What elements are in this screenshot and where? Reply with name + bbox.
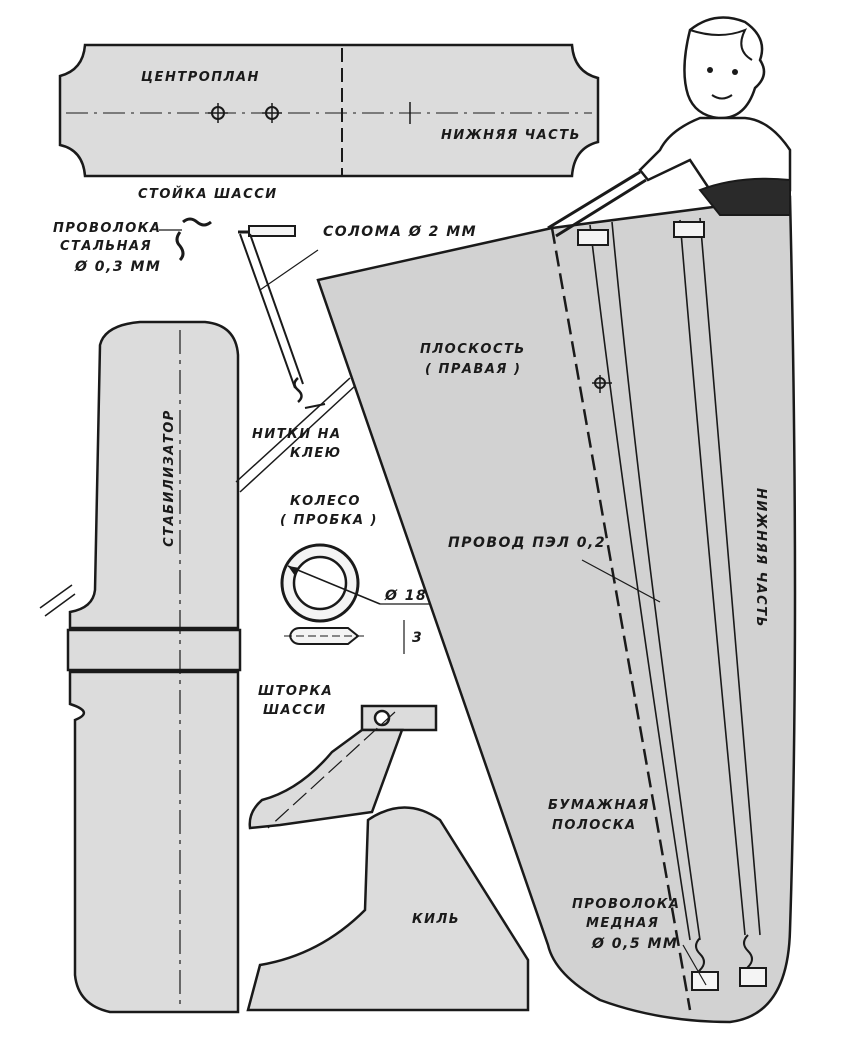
- plane-label-2: ( ПРАВАЯ ): [425, 362, 522, 377]
- fin-label: КИЛЬ: [412, 912, 461, 927]
- gear-shield-label-2: ШАССИ: [263, 703, 327, 718]
- threads-label-1: НИТКИ НА: [252, 427, 342, 442]
- wire-pel-label: ПРОВОД ПЭЛ 0,2: [448, 535, 607, 551]
- lower-part-wing-label: НИЖНЯЯ ЧАСТЬ: [753, 488, 768, 628]
- boy-illustration: [547, 16, 792, 238]
- steel-wire-label-2: СТАЛЬНАЯ: [60, 239, 153, 254]
- fin-part: [246, 806, 530, 1012]
- paper-strip-label-2: ПОЛОСКА: [552, 818, 637, 833]
- centroplan-part: [58, 43, 600, 178]
- steel-wire-label-3: Ø 0,3 ММ: [75, 259, 162, 275]
- lower-part-top-label: НИЖНЯЯ ЧАСТЬ: [441, 128, 581, 143]
- straw-label: СОЛОМА Ø 2 ММ: [323, 224, 478, 240]
- threads-label-2: КЛЕЮ: [290, 446, 342, 461]
- copper-wire-label-1: ПРОВОЛОКА: [572, 897, 681, 912]
- stabilizer-label: СТАБИЛИЗАТОР: [162, 409, 177, 547]
- gear-strut-part: [159, 217, 326, 409]
- gear-shield-part: [248, 704, 438, 830]
- paper-strip-label-1: БУМАЖНАЯ: [548, 798, 650, 813]
- wheel-part: [280, 543, 430, 654]
- wheel-label-2: ( ПРОБКА ): [280, 513, 378, 528]
- stabilizer-part: [39, 320, 356, 1014]
- wheel-diameter-label: Ø 18: [385, 588, 428, 604]
- wheel-label-1: КОЛЕСО: [290, 494, 361, 509]
- copper-wire-label-2: МЕДНАЯ: [586, 916, 660, 931]
- gear-strut-label: СТОЙКА ШАССИ: [138, 187, 278, 202]
- gear-shield-label-1: ШТОРКА: [258, 684, 334, 699]
- wing-part: [316, 195, 797, 1024]
- steel-wire-label-1: ПРОВОЛОКА: [53, 221, 162, 236]
- wheel-width-label: 3: [412, 630, 424, 646]
- copper-wire-label-3: Ø 0,5 ММ: [592, 936, 679, 952]
- plane-label-1: ПЛОСКОСТЬ: [420, 342, 526, 357]
- centroplan-label: ЦЕНТРОПЛАН: [141, 70, 260, 85]
